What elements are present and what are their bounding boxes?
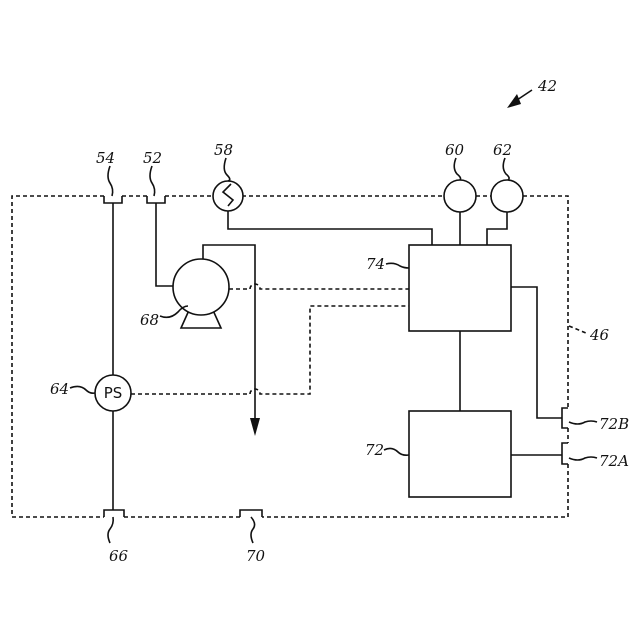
ref-74: 74 <box>366 255 385 273</box>
port-70-connector <box>240 510 262 517</box>
ref-58: 58 <box>214 141 233 159</box>
sensor-62-wire <box>487 212 507 245</box>
ref-72: 72 <box>365 441 384 459</box>
sensor-58-wire <box>228 211 432 245</box>
ref-54: 54 <box>96 149 115 167</box>
controller-to-72b-line <box>511 287 562 418</box>
sensor-62 <box>491 180 523 212</box>
power-supply: PS <box>95 375 131 411</box>
sensor-60 <box>444 180 476 212</box>
ref-60: 60 <box>445 141 465 159</box>
ref-68: 68 <box>140 311 159 329</box>
ref-42: 42 <box>537 77 557 95</box>
sensor-58 <box>213 181 243 211</box>
controller-block <box>409 245 511 331</box>
module-block <box>409 411 511 497</box>
ref-70: 70 <box>246 547 266 565</box>
power-control-line <box>131 306 409 394</box>
connector-72a <box>562 443 568 464</box>
ref-66: 66 <box>109 547 129 565</box>
connector-72b <box>562 408 568 428</box>
ref-46: 46 <box>589 326 610 344</box>
port-52-connector <box>147 196 165 203</box>
power-supply-label: PS <box>104 384 123 402</box>
port-66-connector <box>104 510 124 517</box>
ref-64: 64 <box>50 380 69 398</box>
ref-72b: 72B <box>599 415 629 433</box>
port-54-connector <box>104 196 122 203</box>
flow-arrow-icon <box>250 418 260 436</box>
port-52-to-pump-line <box>156 203 175 286</box>
ref-72a: 72A <box>599 452 629 470</box>
ref-52: 52 <box>143 149 162 167</box>
pump <box>173 259 229 328</box>
pump-control-line <box>229 284 409 289</box>
ref-62: 62 <box>493 141 512 159</box>
